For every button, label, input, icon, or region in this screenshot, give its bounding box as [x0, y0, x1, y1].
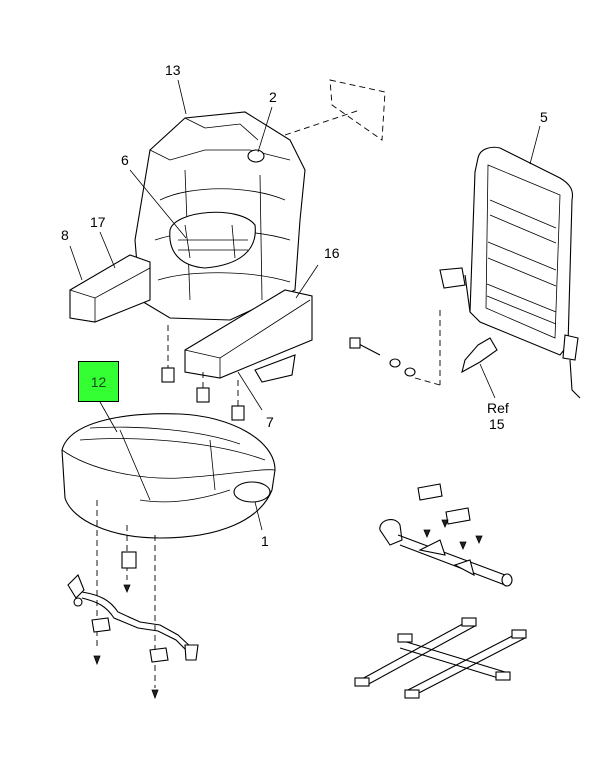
seat-base-bracket[interactable] [67, 551, 199, 700]
recline-lever[interactable] [461, 337, 498, 374]
left-armrest[interactable] [69, 254, 151, 323]
seat-cushion[interactable] [61, 413, 276, 539]
highlighted-callout-12[interactable]: 12 [78, 361, 119, 402]
callout-17[interactable]: 17 [90, 214, 106, 230]
callout-1[interactable]: 1 [261, 533, 269, 549]
seat-riser[interactable] [354, 617, 527, 699]
cushion-handle [233, 481, 271, 503]
callout-13[interactable]: 13 [165, 62, 181, 78]
callout-8[interactable]: 8 [61, 227, 69, 243]
right-armrest[interactable] [184, 289, 313, 383]
seat-slide-assembly[interactable] [379, 483, 513, 587]
callout-5[interactable]: 5 [540, 109, 548, 125]
callout-15[interactable]: 15 [489, 416, 505, 432]
callout-7[interactable]: 7 [266, 414, 274, 430]
back-panel-plate[interactable] [284, 79, 386, 141]
seat-back-frame[interactable] [439, 146, 581, 399]
pivot-blocks [161, 325, 245, 421]
leader-lines [69, 79, 541, 531]
bolt-assembly [349, 310, 441, 386]
callout-16[interactable]: 16 [324, 245, 340, 261]
callout-ref: Ref [487, 400, 509, 416]
callout-6[interactable]: 6 [121, 152, 129, 168]
callout-2[interactable]: 2 [269, 89, 277, 105]
adjust-knob[interactable] [247, 149, 265, 163]
seat-back[interactable] [134, 111, 306, 321]
callout-12-label: 12 [90, 374, 107, 390]
